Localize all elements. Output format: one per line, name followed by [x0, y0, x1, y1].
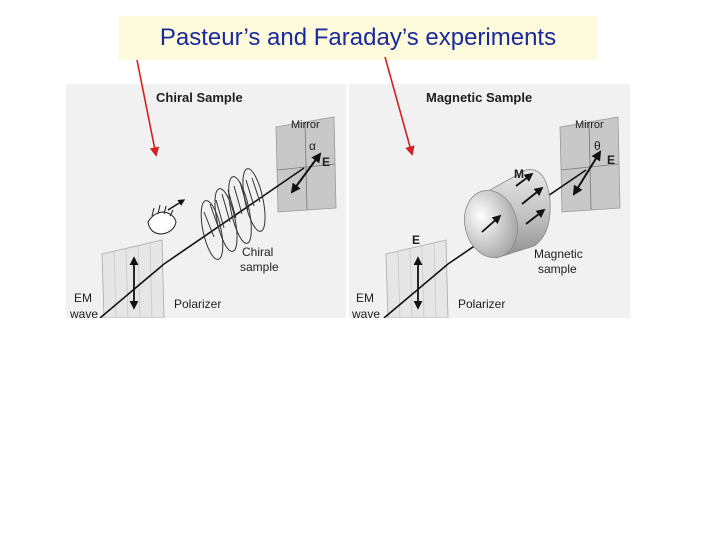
chiral-polarizer-label: Polarizer — [174, 297, 221, 311]
magnetic-wave-label-line1: EM — [356, 291, 374, 305]
experiment-figure: Chiral Sample Mirror α E Chiral sample — [66, 84, 630, 318]
magnetic-angle-symbol: θ — [594, 139, 601, 153]
magnetic-incident-e-label: E — [412, 233, 420, 247]
magnetic-field-label: E — [607, 153, 615, 167]
magnetic-wave-label-line2: wave — [351, 307, 380, 318]
chiral-polarizer — [101, 239, 165, 318]
chiral-helix — [200, 168, 266, 260]
magnetic-reflected-e-arrow — [572, 150, 602, 196]
magnetic-sample-label-line1: Magnetic — [534, 247, 583, 261]
chiral-heading: Chiral Sample — [156, 90, 243, 105]
magnetic-incident-beam — [383, 263, 449, 318]
magnetic-panel: Magnetic Sample Mirror θ E M E Magnetic … — [349, 84, 630, 318]
slide-title: Pasteur’s and Faraday’s experiments — [119, 16, 597, 60]
chiral-incident-beam — [99, 263, 165, 318]
chiral-mirror-label: Mirror — [291, 119, 320, 131]
chiral-panel: Chiral Sample Mirror α E Chiral sample — [66, 84, 346, 318]
magnetic-sample-label-line2: sample — [538, 262, 577, 276]
chiral-reflected-e-arrow — [290, 152, 322, 194]
chiral-field-label: E — [322, 155, 330, 169]
chiral-wave-label-line2: wave — [69, 307, 98, 318]
chiral-wave-label-line1: EM — [74, 291, 92, 305]
magnetic-m-label: M — [514, 167, 524, 181]
magnetic-mirror-label: Mirror — [575, 119, 604, 131]
chiral-angle-symbol: α — [309, 139, 316, 153]
magnetic-polarizer — [385, 239, 449, 318]
magnetic-polarizer-label: Polarizer — [458, 297, 505, 311]
magnetic-cylinder — [464, 169, 551, 259]
chiral-sample-label-line1: Chiral — [242, 245, 273, 259]
hand-icon — [147, 199, 186, 235]
chiral-sample-label-line2: sample — [240, 260, 279, 274]
magnetic-heading: Magnetic Sample — [426, 90, 532, 105]
